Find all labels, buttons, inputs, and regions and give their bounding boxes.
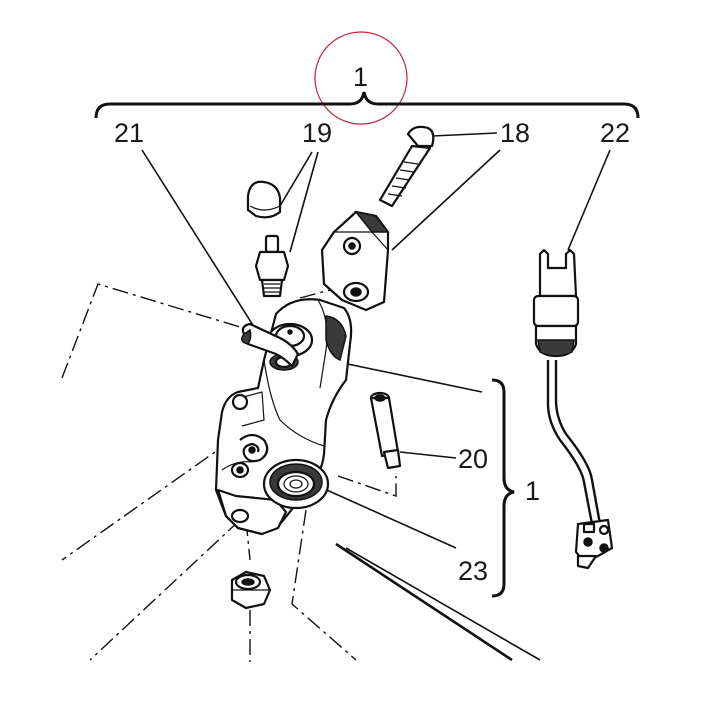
caliper-body [214,298,353,536]
callout-1-right: 1 [525,476,540,506]
bleed-nipple-part-19 [254,234,290,298]
screw-part-18 [378,125,435,208]
callout-21: 21 [114,118,144,148]
callout-1-top: 1 [353,62,368,92]
cap-part-19 [246,180,282,219]
callout-20: 20 [458,444,488,474]
clamp-block-part-18 [320,210,390,312]
pin-part-21 [241,322,300,368]
top-brace [94,91,640,119]
callout-18: 18 [500,118,530,148]
right-brace [491,378,515,598]
nut-part [230,570,272,610]
highlight-circle [314,31,408,125]
spring-coil [239,433,269,463]
piston-part-23 [262,458,330,510]
rod-lines [335,542,541,662]
callout-19: 19 [302,118,332,148]
sleeve-part-20 [369,391,402,470]
callout-22: 22 [600,118,630,148]
sensor-part-22 [532,248,614,570]
callout-23: 23 [458,556,488,586]
